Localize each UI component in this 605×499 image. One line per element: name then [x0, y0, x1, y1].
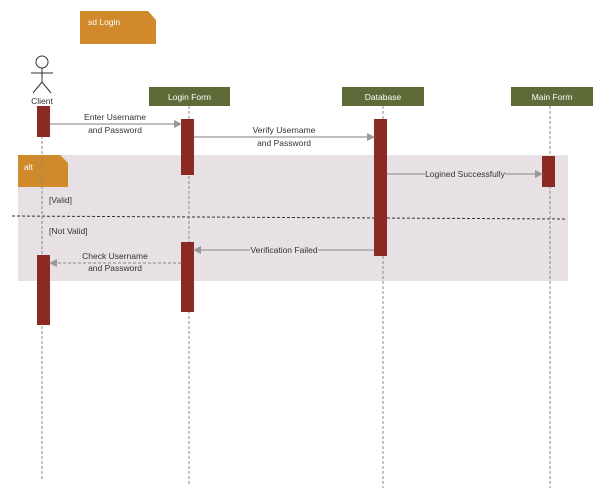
- message-login-success-label: Logined Successfully: [425, 169, 506, 179]
- client-activation-2: [37, 255, 50, 325]
- message-enter-credentials-line1: Enter Username: [84, 112, 146, 122]
- database-label: Database: [365, 92, 402, 102]
- message-enter-credentials-line2: and Password: [88, 125, 142, 135]
- message-verify-credentials-line2: and Password: [257, 138, 311, 148]
- main-form-activation: [542, 156, 555, 187]
- login-form-label: Login Form: [168, 92, 211, 102]
- guard-not-valid: [Not Valid]: [49, 226, 88, 236]
- login-form-activation-2: [181, 242, 194, 312]
- alt-operator-tab: alt: [18, 155, 68, 187]
- diagram-frame-tab: sd Login: [80, 11, 156, 44]
- guard-valid: [Valid]: [49, 195, 72, 205]
- alt-operator-label: alt: [24, 162, 34, 172]
- login-form-header: Login Form: [149, 87, 230, 106]
- message-verification-failed-label: Verification Failed: [250, 245, 317, 255]
- diagram-title: sd Login: [88, 17, 120, 27]
- alt-separator: [11, 215, 568, 220]
- message-check-credentials-label-bg: [80, 252, 150, 262]
- client-actor-icon: [31, 55, 53, 94]
- message-verify-credentials-line1: Verify Username: [253, 125, 316, 135]
- main-form-header: Main Form: [511, 87, 593, 106]
- message-check-credentials-line2: and Password: [88, 263, 142, 273]
- message-check-credentials-line1: Check Username: [82, 251, 148, 261]
- message-login-success-label-bg: [425, 169, 505, 179]
- database-activation: [374, 119, 387, 256]
- client-activation-1: [37, 106, 50, 137]
- main-form-label: Main Form: [532, 92, 573, 102]
- client-actor-label: Client: [31, 96, 53, 106]
- message-verification-failed-label-bg: [250, 245, 318, 255]
- database-header: Database: [342, 87, 424, 106]
- login-form-activation-1: [181, 119, 194, 175]
